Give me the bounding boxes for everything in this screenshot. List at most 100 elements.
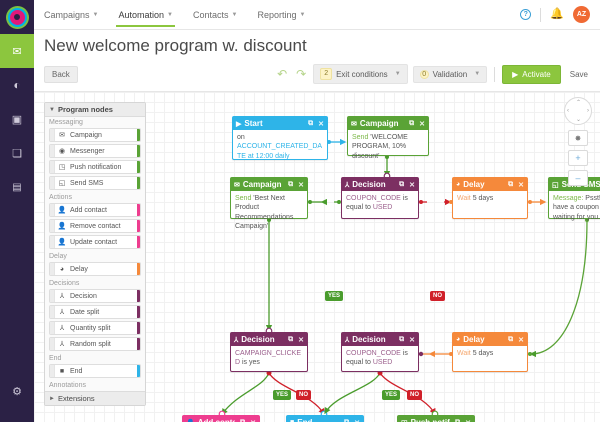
palette-item-color-bar (137, 338, 140, 350)
palette-item-delay[interactable]: ◕Delay (49, 262, 141, 276)
nav-automation[interactable]: Automation▼ (108, 0, 182, 30)
palette-item-remove-contact[interactable]: 👤Remove contact (49, 219, 141, 233)
flow-node-campaign2[interactable]: ✉Campaign⧉✕Send 'Best Next Product Recom… (230, 177, 308, 230)
zoom-in-button[interactable]: + (568, 150, 588, 166)
rail-item-data[interactable]: ▤ (0, 170, 34, 204)
nav-campaigns[interactable]: Campaigns▼ (34, 0, 108, 30)
flow-node-decision1[interactable]: ⅄Decision⧉✕COUPON_CODE is equal to USED (341, 177, 419, 219)
toolbar-divider (494, 66, 496, 82)
flow-node-delay1[interactable]: ◕Delay⧉✕Wait 5 days (452, 177, 528, 219)
delay-icon: ◕ (456, 181, 461, 188)
flow-canvas[interactable]: ▶Start⧉✕on ACCOUNT_CREATED_DATE at 12:00… (34, 92, 600, 422)
duplicate-icon[interactable]: ⧉ (508, 335, 514, 343)
save-button[interactable]: Save (569, 69, 588, 79)
flow-node-start[interactable]: ▶Start⧉✕on ACCOUNT_CREATED_DATE at 12:00… (232, 116, 328, 160)
palette-item-campaign[interactable]: ✉Campaign (49, 128, 141, 142)
duplicate-icon[interactable]: ⧉ (399, 335, 405, 343)
canvas-controls: ⌃ ⌄ ‹ › ✸ + – (564, 97, 592, 190)
duplicate-icon[interactable]: ⧉ (240, 418, 246, 422)
duplicate-icon[interactable]: ⧉ (308, 119, 314, 127)
drag-handle[interactable] (50, 145, 55, 157)
pan-up-icon[interactable]: ⌃ (576, 100, 582, 106)
panel-group-label: Delay (49, 253, 67, 260)
flow-node-body-text: CAMPAIGN_CLICKED (235, 350, 301, 367)
pan-down-icon[interactable]: ⌄ (576, 117, 582, 123)
flow-node-addcontact[interactable]: 👤Add contact⧉✕Add contact to program Loy… (182, 415, 260, 422)
decision-icon: ⅄ (59, 293, 65, 300)
back-button[interactable]: Back (44, 66, 78, 83)
redo-icon[interactable]: ↷ (296, 67, 307, 81)
drag-handle[interactable] (50, 338, 55, 350)
drag-handle[interactable] (50, 290, 55, 302)
duplicate-icon[interactable]: ⧉ (455, 418, 461, 422)
duplicate-icon[interactable]: ⧉ (288, 180, 294, 188)
drag-handle[interactable] (50, 365, 55, 377)
duplicate-icon[interactable]: ⧉ (288, 335, 294, 343)
drag-handle[interactable] (50, 236, 55, 248)
notifications-bell-icon[interactable]: 🔔 (550, 8, 564, 20)
palette-item-color-bar (137, 322, 140, 334)
pan-left-icon[interactable]: ‹ (567, 108, 569, 114)
flow-node-end[interactable]: ■End⧉✕Exit program (286, 415, 364, 422)
help-icon[interactable]: ? (520, 9, 532, 20)
flow-node-body: CAMPAIGN_CLICKED is yes (231, 346, 307, 371)
center-view-button[interactable]: ✸ (568, 130, 588, 146)
drag-handle[interactable] (50, 204, 55, 216)
flow-node-decision3[interactable]: ⅄Decision⧉✕COUPON_CODE is equal to USED (341, 332, 419, 372)
nav-contacts[interactable]: Contacts▼ (183, 0, 247, 30)
duplicate-icon[interactable]: ⧉ (508, 180, 514, 188)
exit-conditions-button[interactable]: 2 Exit conditions ▼ (313, 64, 408, 84)
nav-reporting[interactable]: Reporting▼ (247, 0, 315, 30)
palette-item-end[interactable]: ■End (49, 364, 141, 378)
close-icon[interactable]: ✕ (465, 419, 471, 422)
flow-node-delay2[interactable]: ◕Delay⧉✕Wait 5 days (452, 332, 528, 372)
pan-dial[interactable]: ⌃ ⌄ ‹ › (564, 97, 592, 125)
pan-right-icon[interactable]: › (587, 108, 589, 114)
flow-node-campaign1[interactable]: ✉Campaign⧉✕Send 'WELCOME PROGRAM, 10% di… (347, 116, 429, 160)
palette-item-send-sms[interactable]: ◱Send SMS (49, 176, 141, 190)
panel-header[interactable]: ▼ Program nodes (45, 103, 145, 117)
drag-handle[interactable] (50, 306, 55, 318)
close-icon[interactable]: ✕ (409, 336, 415, 344)
palette-item-update-contact[interactable]: 👤Update contact (49, 235, 141, 249)
close-icon[interactable]: ✕ (409, 181, 415, 189)
zoom-out-button[interactable]: – (568, 170, 588, 186)
flow-node-push[interactable]: ◳Push notification⧉✕Your last chance to … (397, 415, 475, 422)
drag-handle[interactable] (50, 129, 55, 141)
drag-handle[interactable] (50, 220, 55, 232)
close-icon[interactable]: ✕ (419, 120, 425, 128)
palette-item-random-split[interactable]: ⅄Random split (49, 337, 141, 351)
rail-item-settings[interactable]: ⚙ (0, 374, 34, 408)
close-icon[interactable]: ✕ (518, 336, 524, 344)
drag-handle[interactable] (50, 161, 55, 173)
duplicate-icon[interactable]: ⧉ (409, 119, 415, 127)
rail-item-mobile[interactable]: ❏ (0, 136, 34, 170)
rail-item-analytics[interactable]: ◐ (0, 68, 34, 102)
close-icon[interactable]: ✕ (518, 181, 524, 189)
undo-icon[interactable]: ↶ (277, 67, 288, 81)
drag-handle[interactable] (50, 322, 55, 334)
close-icon[interactable]: ✕ (354, 419, 360, 422)
palette-item-quantity-split[interactable]: ⅄Quantity split (49, 321, 141, 335)
duplicate-icon[interactable]: ⧉ (399, 180, 405, 188)
drag-handle[interactable] (50, 177, 55, 189)
palette-item-push-notification[interactable]: ◳Push notification (49, 160, 141, 174)
activate-button[interactable]: ▶ Activate (502, 64, 561, 84)
palette-item-decision[interactable]: ⅄Decision (49, 289, 141, 303)
close-icon[interactable]: ✕ (250, 419, 256, 422)
palette-item-add-contact[interactable]: 👤Add contact (49, 203, 141, 217)
brand-logo[interactable] (0, 0, 34, 34)
extensions-section[interactable]: ► Extensions (45, 391, 145, 405)
close-icon[interactable]: ✕ (318, 120, 324, 128)
close-icon[interactable]: ✕ (298, 336, 304, 344)
flow-node-decision2[interactable]: ⅄Decision⧉✕CAMPAIGN_CLICKED is yes (230, 332, 308, 372)
palette-item-date-split[interactable]: ⅄Date split (49, 305, 141, 319)
rail-item-automation[interactable]: ▣ (0, 102, 34, 136)
drag-handle[interactable] (50, 263, 55, 275)
avatar[interactable]: AZ (573, 6, 590, 23)
rail-item-email-campaigns[interactable]: ✉ (0, 34, 34, 68)
duplicate-icon[interactable]: ⧉ (344, 418, 350, 422)
close-icon[interactable]: ✕ (298, 181, 304, 189)
palette-item-messenger[interactable]: ◉Messenger (49, 144, 141, 158)
validation-button[interactable]: 0 Validation ▼ (412, 65, 488, 83)
